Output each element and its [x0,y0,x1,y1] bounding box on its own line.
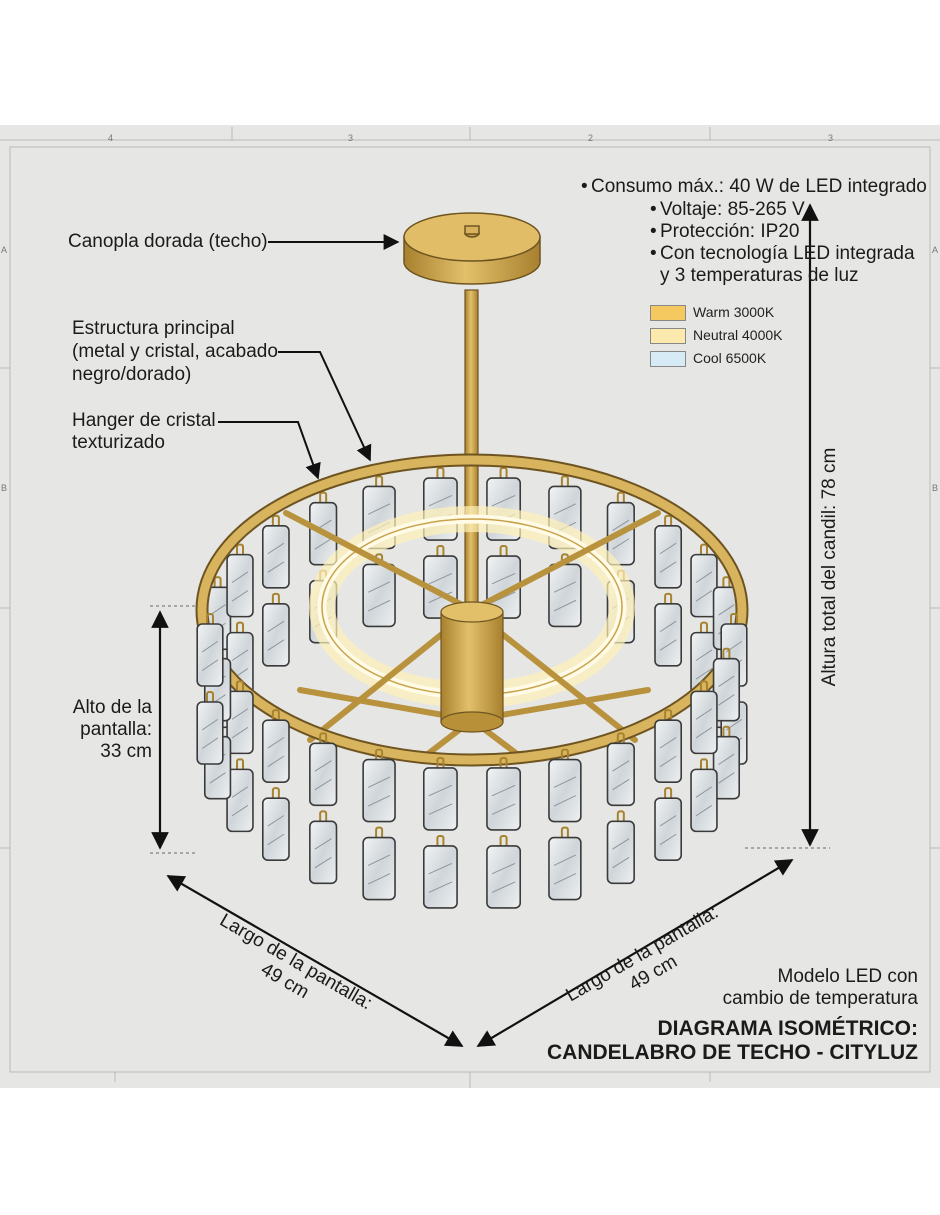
swatch-cool [650,351,686,368]
crystal-front [261,787,290,861]
crystal-front [712,647,741,722]
label-canopla: Canopla dorada (techo) [68,231,268,252]
label-estructura-1: Estructura principal [72,318,235,339]
crystal-back [690,543,718,618]
crystal-front [309,732,338,807]
crystal-front [309,810,338,885]
crystal-back [226,543,254,618]
crystal-back [362,553,396,628]
spec-tecnologia: •Con tecnología LED integrada [650,243,915,264]
crystal-front [422,834,458,909]
spec-voltaje: •Voltaje: 85-265 V [650,199,805,220]
ruler-top-4: 3 [828,133,834,143]
crystal-back [654,592,683,667]
sheet-frame [0,127,940,1088]
crystal-front [690,758,718,833]
crystal-back [261,514,290,589]
crystal-front [486,834,522,909]
diagram-title-2: CANDELABRO DE TECHO - CITYLUZ [547,1041,918,1064]
dimension-arrows [151,203,819,1047]
label-estructura-2: (metal y cristal, acabado [72,341,278,362]
canopy [403,212,541,285]
dimension-extensions [150,605,830,854]
gold-ring [195,453,749,767]
ruler-top-1: 4 [108,133,114,143]
crystal-front [422,756,458,831]
crystal-front [548,826,582,901]
label-altura-total: Altura total del candil: 78 cm [819,447,840,687]
diagram-title-1: DIAGRAMA ISOMÉTRICO: [657,1017,918,1040]
label-hanger-1: Hanger de cristal [72,410,216,431]
crystal-back [654,514,683,589]
crystal-front [261,709,290,783]
crystal-front [362,748,396,823]
central-hub [440,601,504,733]
temp-neutral: Neutral 4000K [650,326,783,345]
ruler-top-2: 3 [348,133,354,143]
swatch-warm [650,305,686,322]
crystal-front [196,691,224,765]
crystal-front [654,709,683,783]
crystal-front [486,756,522,831]
label-alto-2: pantalla: [80,719,152,740]
crystal-front [226,680,254,755]
crystal-front [690,680,718,755]
label-alto-1: Alto de la [72,697,152,718]
ruler-side-a: A [1,245,8,255]
temp-warm: Warm 3000K [650,303,774,322]
ruler-side-b: B [1,483,8,493]
label-estructura-3: negro/dorado) [72,364,192,385]
temp-cool: Cool 6500K [650,349,766,368]
crystal-front [606,810,635,885]
crystal-front [606,732,635,807]
crystal-front [548,748,582,823]
swatch-neutral [650,328,686,345]
spec-consumo: •Consumo máx.: 40 W de LED integrado [581,176,927,197]
label-modelo-1: Modelo LED con [777,966,918,987]
crystal-front [654,787,683,861]
ruler-side-b-right: B [932,483,939,493]
spec-proteccion: •Protección: IP20 [650,221,800,242]
label-alto-3: 33 cm [100,741,152,762]
crystal-front [226,758,254,833]
ruler-top-3: 2 [588,133,594,143]
ruler-side-a-right: A [932,245,939,255]
crystal-front [196,613,224,687]
crystal-front [362,826,396,901]
label-hanger-2: texturizado [72,432,165,453]
crystal-front [712,725,741,800]
label-modelo-2: cambio de temperatura [722,988,918,1009]
spec-tecnologia-2: y 3 temperaturas de luz [660,265,859,286]
leader-lines [218,234,400,480]
crystal-back [261,592,290,667]
